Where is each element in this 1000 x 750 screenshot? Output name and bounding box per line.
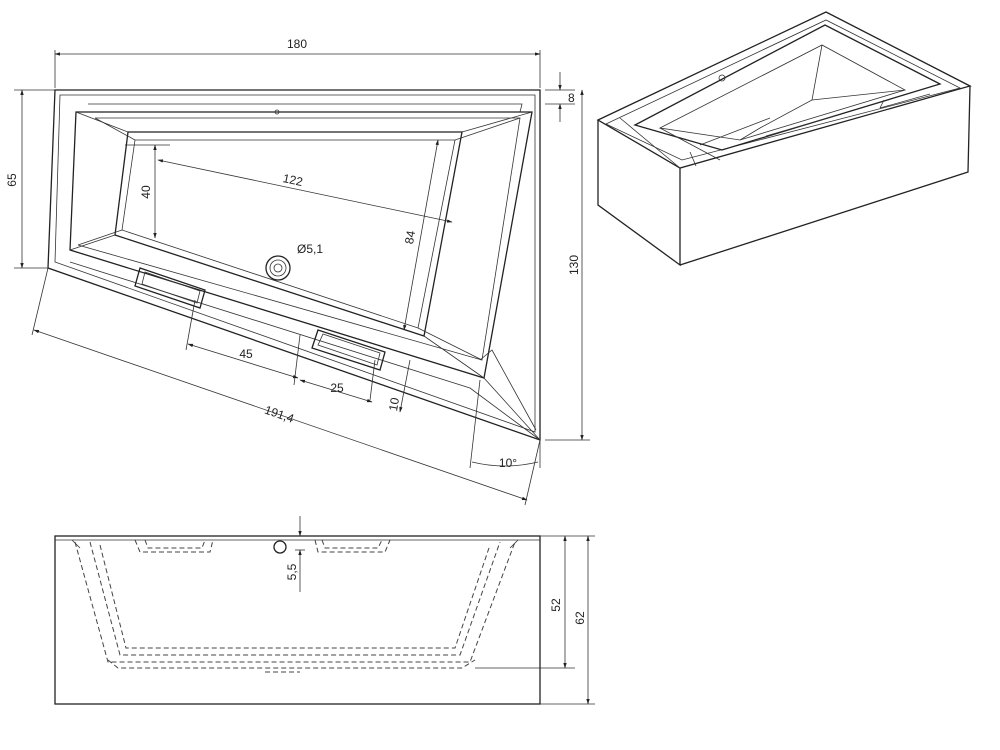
dim-left-height: 65	[5, 173, 19, 187]
dim-handle-offset: 10	[386, 396, 402, 412]
dim-handle-width: 25	[330, 381, 344, 395]
dim-front-length: 191,4	[263, 403, 296, 426]
side-dimensions	[295, 516, 595, 705]
dim-angle: 10°	[499, 456, 517, 470]
isometric-view	[596, 11, 972, 267]
dim-basin-width: 84	[402, 229, 418, 245]
plan-dimensions	[14, 50, 590, 506]
overflow-side-icon	[273, 540, 287, 554]
drain-icon	[265, 255, 291, 281]
overflow-icon	[274, 109, 280, 115]
side-view	[54, 535, 541, 705]
plan-basin-slope	[77, 117, 521, 361]
plan-rim-inner	[54, 94, 536, 433]
handle-left	[134, 267, 206, 309]
dim-handle-spacing: 45	[239, 347, 253, 361]
plan-outer-outline	[47, 89, 541, 441]
plan-view	[47, 89, 541, 441]
dim-rim-depth: 8	[568, 91, 575, 105]
dim-basin-length: 122	[282, 171, 305, 189]
dim-top-width: 180	[287, 37, 307, 51]
dim-inner-depth: 52	[549, 598, 563, 612]
dim-overflow-height: 5,5	[285, 563, 299, 580]
dim-drain-diameter: Ø5,1	[297, 242, 323, 256]
dim-right-height: 130	[567, 255, 581, 275]
dim-basin-depth-left: 40	[139, 185, 153, 199]
dim-total-height: 62	[573, 611, 587, 625]
plan-top-ledge	[88, 103, 523, 113]
